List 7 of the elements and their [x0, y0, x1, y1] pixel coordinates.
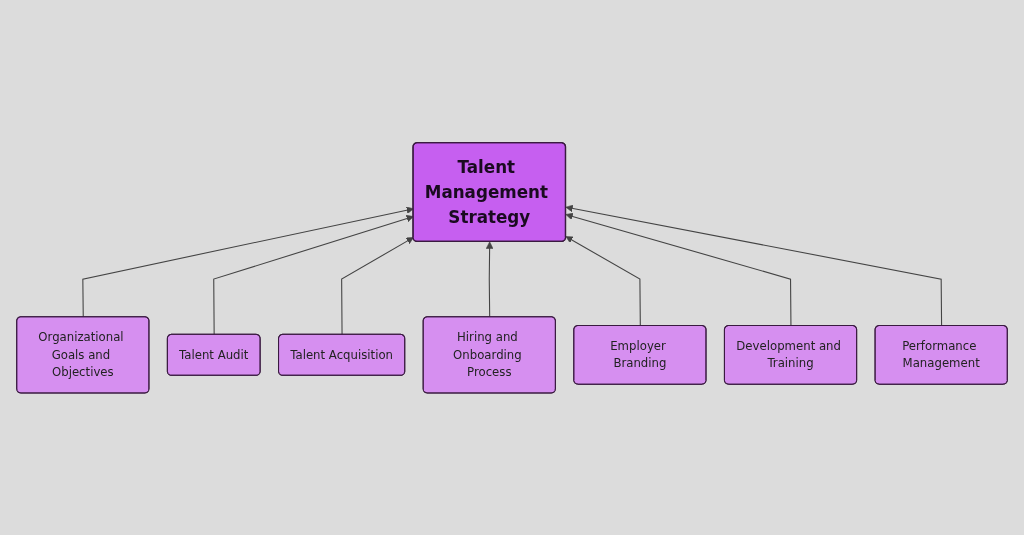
arrow [565, 235, 641, 327]
arrow [565, 212, 792, 327]
arrow [82, 206, 414, 318]
arrow [341, 236, 414, 335]
arrow [485, 241, 494, 318]
arrow [565, 204, 943, 327]
arrow [213, 214, 414, 335]
